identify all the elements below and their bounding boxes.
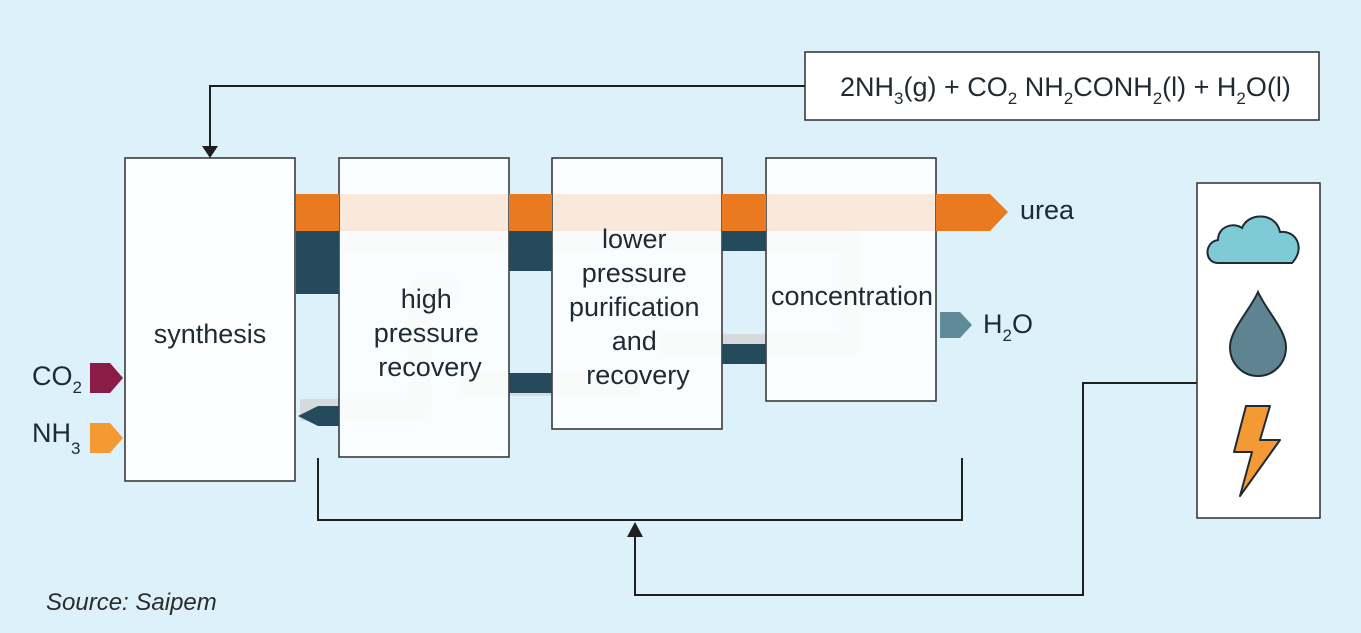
synthesis-box	[124, 157, 296, 482]
eq-part1-sub: 3	[894, 89, 903, 108]
nh3-label: NH3	[32, 418, 80, 458]
return-arrow-into-synthesis	[298, 406, 339, 426]
eq-part3-sub: 2	[1064, 89, 1073, 108]
eq-part5-main: (l) + H	[1162, 72, 1236, 102]
lightning-icon	[1233, 405, 1281, 497]
eq-part5-sub: 2	[1236, 89, 1245, 108]
lower-pressure-label: lower pressure purification and recovery	[569, 224, 707, 390]
h2o-arrow	[940, 312, 972, 338]
synthesis-label: synthesis	[154, 319, 267, 349]
concentration-label: concentration	[771, 281, 933, 311]
eq-part4-main: CONH	[1073, 72, 1153, 102]
reaction-equation: 2NH3(g) + CO2 NH2CONH2(l) + H2O(l)	[804, 51, 1320, 121]
cloud-icon	[1206, 215, 1300, 264]
nh3-arrow	[90, 423, 123, 453]
recycle-line-top	[209, 85, 805, 148]
bottom-collector-line	[317, 458, 963, 521]
co2-arrow	[90, 363, 123, 393]
high-pressure-recovery-label: high pressure recovery	[374, 284, 487, 382]
dark-recycle-streams	[296, 231, 766, 393]
urea-label: urea	[1020, 195, 1075, 225]
urea-stream	[296, 194, 1008, 231]
eq-part3-main: NH	[1017, 72, 1064, 102]
source-credit: Source: Saipem	[46, 589, 217, 616]
eq-part1-tail: (g) + CO	[903, 72, 1007, 102]
co2-label: CO2	[32, 361, 82, 397]
svg-text:2NH3(g) + CO2 NH2CONH2(l) + H2: 2NH3(g) + CO2 NH2CONH2(l) + H2O(l)	[840, 72, 1291, 108]
eq-part6-main: O(l)	[1246, 72, 1291, 102]
eq-part4-sub: 2	[1153, 89, 1162, 108]
water-drop-icon	[1228, 289, 1288, 378]
utility-feed-line	[634, 382, 1197, 596]
h2o-label: H2O	[983, 309, 1033, 345]
arrow-up-to-collector	[627, 522, 643, 537]
arrow-down-into-synthesis	[202, 146, 218, 158]
eq-part1-main: 2NH	[840, 72, 894, 102]
eq-part2-sub: 2	[1008, 89, 1017, 108]
